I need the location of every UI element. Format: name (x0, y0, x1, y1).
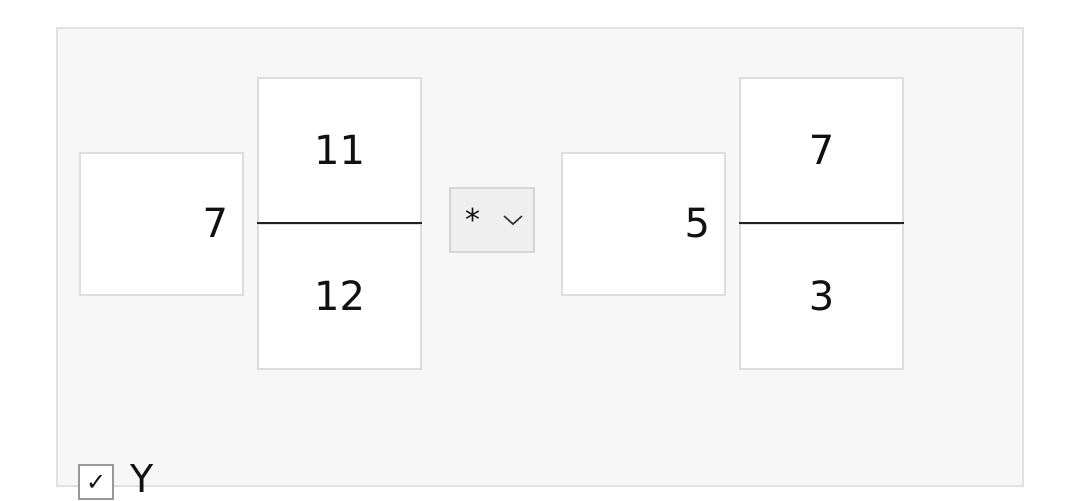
left-whole-input[interactable]: 7 (79, 152, 244, 296)
left-denominator-value: 12 (314, 273, 365, 320)
right-whole-value: 5 (684, 201, 710, 247)
left-whole-value: 7 (202, 201, 228, 247)
left-numerator-input[interactable]: 11 (257, 77, 422, 224)
left-numerator-value: 11 (314, 127, 365, 174)
right-numerator-value: 7 (808, 127, 835, 174)
left-denominator-input[interactable]: 12 (257, 223, 422, 370)
option-checkbox[interactable]: ✓ (78, 464, 114, 500)
option-row: ✓ Y (78, 456, 153, 500)
left-fraction-bar (257, 222, 422, 224)
right-whole-input[interactable]: 5 (561, 152, 726, 296)
chevron-down-icon (502, 213, 524, 227)
right-denominator-input[interactable]: 3 (739, 223, 904, 370)
operator-value: * (465, 202, 480, 238)
checkmark-icon: ✓ (85, 468, 107, 496)
right-numerator-input[interactable]: 7 (739, 77, 904, 224)
option-label: Y (130, 457, 154, 501)
right-denominator-value: 3 (808, 273, 835, 320)
operator-select[interactable]: * (449, 187, 535, 253)
right-fraction-bar (739, 222, 904, 224)
